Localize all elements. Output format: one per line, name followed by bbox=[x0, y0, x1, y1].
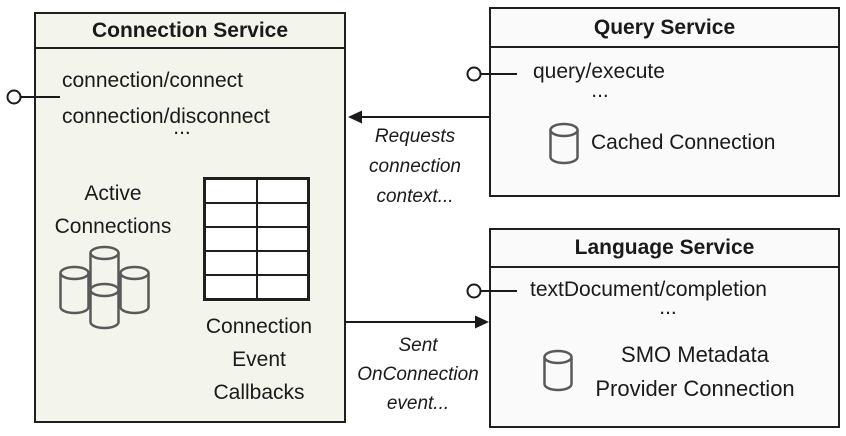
sent-onconnection-event-label: Sent OnConnection event... bbox=[357, 335, 479, 414]
language-service-box: Language Service textDocument/completion… bbox=[489, 228, 840, 428]
active-connections-label: Active Connections bbox=[54, 182, 172, 238]
requests-connection-context-label: Requests connection context... bbox=[369, 126, 461, 207]
callback-table-cell bbox=[256, 179, 308, 203]
method-textdocument-completion: textDocument/completion bbox=[530, 278, 767, 301]
callback-table-cell bbox=[205, 227, 257, 251]
query-methods-ellipsis: ... bbox=[591, 79, 609, 102]
query-service-box: Query Service query/execute ... Cached C… bbox=[489, 7, 840, 197]
method-query-execute: query/execute bbox=[533, 60, 665, 83]
database-icon bbox=[549, 122, 579, 165]
callback-table-cell bbox=[205, 275, 257, 299]
callback-table-cell bbox=[256, 203, 308, 227]
database-icon bbox=[543, 349, 573, 392]
callback-table bbox=[203, 177, 310, 301]
sent-onconnection-arrow bbox=[346, 315, 489, 329]
callback-table-cell bbox=[205, 203, 257, 227]
callback-table-cell bbox=[256, 227, 308, 251]
language-methods-ellipsis: ... bbox=[659, 296, 677, 319]
connection-methods-ellipsis: ... bbox=[173, 116, 191, 139]
database-cluster-icon bbox=[59, 245, 150, 330]
smo-metadata-provider-connection-label: SMO Metadata Provider Connection bbox=[595, 342, 795, 401]
cached-connection-label: Cached Connection bbox=[591, 131, 776, 154]
connection-service-title: Connection Service bbox=[36, 14, 344, 49]
connection-service-box: Connection Service connection/connect co… bbox=[34, 12, 346, 423]
callback-table-cell bbox=[256, 275, 308, 299]
language-service-title: Language Service bbox=[491, 230, 838, 268]
method-connection-connect: connection/connect bbox=[62, 69, 243, 92]
method-connection-disconnect: connection/disconnect bbox=[62, 105, 270, 128]
callback-table-cell bbox=[256, 251, 308, 275]
connection-event-callbacks-label: Connection Event Callbacks bbox=[205, 315, 313, 404]
callback-table-cell bbox=[205, 251, 257, 275]
callback-table-cell bbox=[205, 179, 257, 203]
query-service-title: Query Service bbox=[491, 9, 838, 48]
